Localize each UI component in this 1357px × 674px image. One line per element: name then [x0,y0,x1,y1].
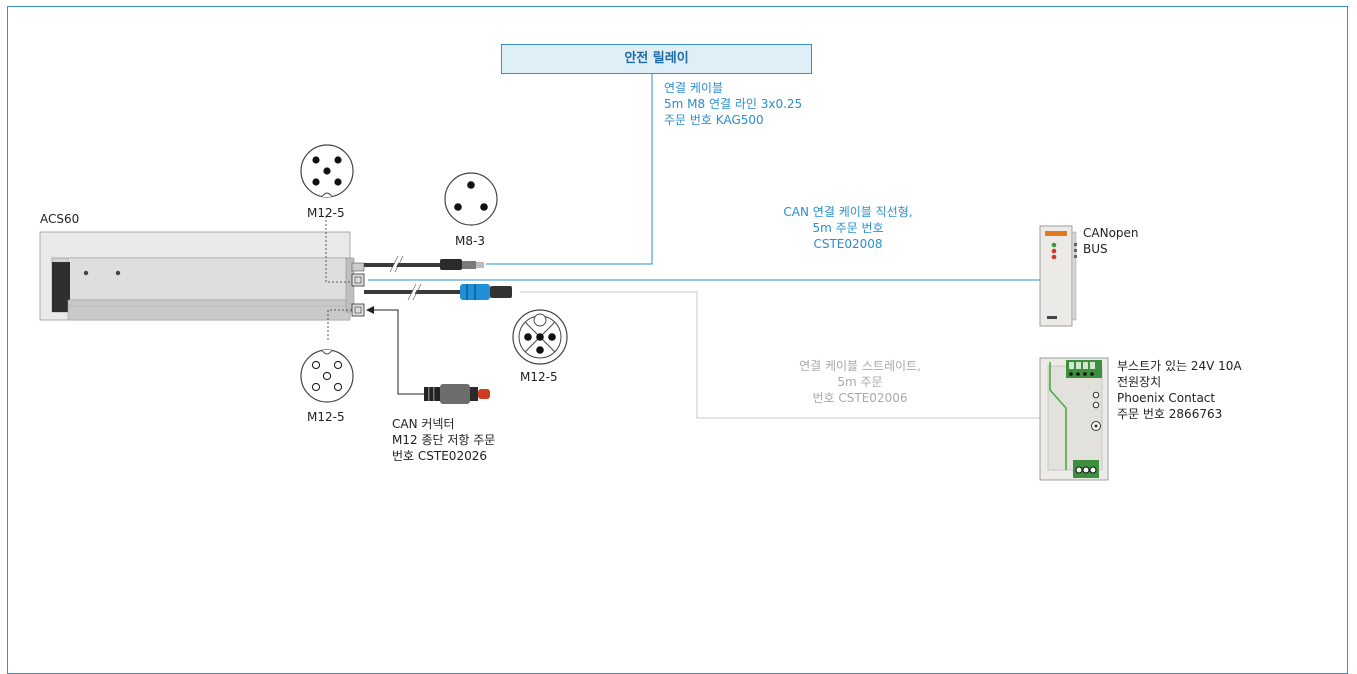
power-cable-line2: 5m 주문 [837,375,883,389]
canopen-label: CANopen BUS [1083,225,1139,257]
m12-right-pinout-icon [512,309,568,365]
socket-power [351,303,365,317]
can-connector-line2: M12 종단 저항 주문 [392,433,496,447]
can-connector-line1: CAN 커넥터 [392,417,455,431]
power-supply-label: 부스트가 있는 24V 10A 전원장치 Phoenix Contact 주문 … [1117,358,1242,422]
relay-cable-label: 연결 케이블 5m M8 연결 라인 3x0.25 주문 번호 KAG500 [664,80,802,128]
m12-bottom-pinout-icon [300,349,354,403]
power-supply-line1: 부스트가 있는 24V 10A [1117,359,1242,373]
canopen-line2: BUS [1083,242,1108,256]
relay-cable-line [486,74,653,265]
power-supply-line3: Phoenix Contact [1117,391,1216,405]
can-straight-line2: 5m 주문 번호 [812,221,884,235]
acs60-actuator [39,231,355,321]
safety-relay-box: 안전 릴레이 [501,44,812,74]
m8-plug [440,259,462,270]
m12-top-pinout-icon [300,144,354,198]
power-cable-line1: 연결 케이블 스트레이트, [799,359,921,373]
m12-right-label: M12-5 [520,370,558,384]
can-terminator-connector [424,384,490,404]
relay-cable-line2: 5m M8 연결 라인 3x0.25 [664,97,803,111]
m8-label: M8-3 [455,234,485,248]
m8-pinout-icon [444,172,498,226]
power-supply-line4: 주문 번호 2866763 [1117,407,1223,421]
power-cable-line [520,291,1040,419]
socket-can [351,273,365,287]
can-straight-line1: CAN 연결 케이블 직선형, [783,205,913,219]
power-cable-label: 연결 케이블 스트레이트, 5m 주문 번호 CSTE02006 [760,358,960,406]
relay-cable-line1: 연결 케이블 [664,81,724,95]
can-connector-label: CAN 커넥터 M12 종단 저항 주문 번호 CSTE02026 [392,416,495,464]
power-supply-unit [1039,357,1109,481]
m12-bottom-label: M12-5 [307,410,345,424]
socket-m8 [351,262,365,272]
power-cable-line3: 번호 CSTE02006 [812,391,908,405]
power-supply-line2: 전원장치 [1117,375,1162,389]
can-straight-line3: CSTE02008 [813,237,883,251]
canopen-bus-module [1039,225,1077,327]
can-straight-cable-label: CAN 연결 케이블 직선형, 5m 주문 번호 CSTE02008 [748,204,948,252]
relay-cable-line3: 주문 번호 KAG500 [664,113,764,127]
device-label: ACS60 [40,212,80,226]
can-connector-line3: 번호 CSTE02026 [392,449,487,463]
m12-top-label: M12-5 [307,206,345,220]
canopen-line1: CANopen [1083,226,1139,240]
